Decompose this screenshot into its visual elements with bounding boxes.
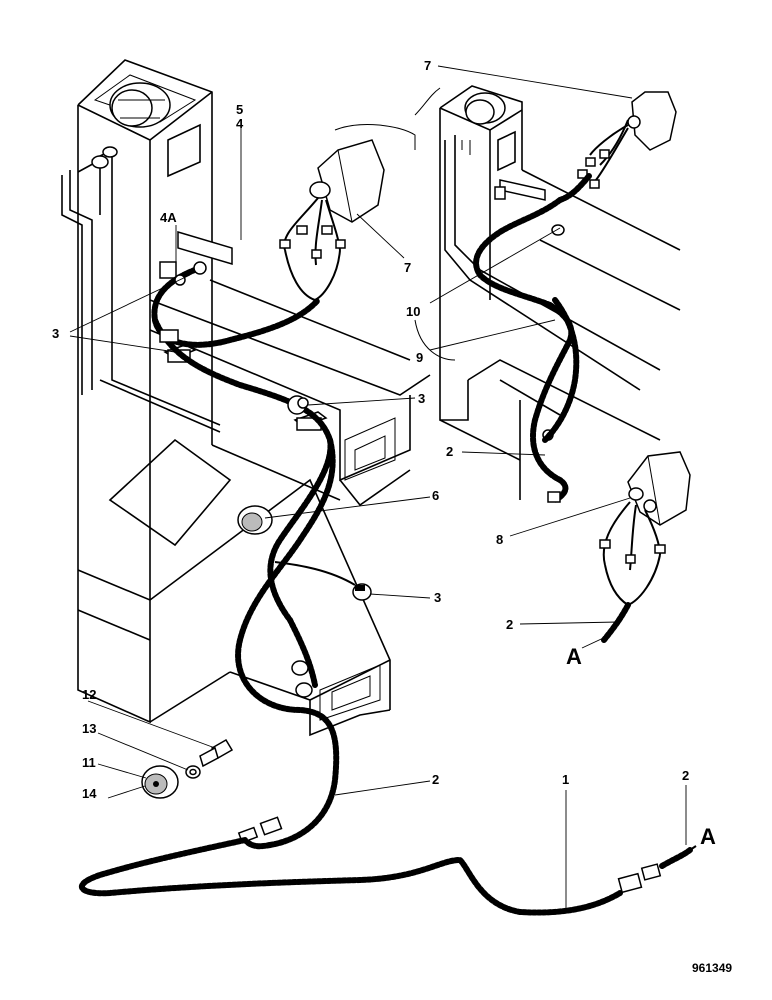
callout-3-lower: 3 — [434, 590, 441, 605]
callout-8: 8 — [496, 532, 503, 547]
callout-13: 13 — [82, 721, 96, 736]
callout-14: 14 — [82, 786, 97, 801]
main-harness-left — [78, 261, 697, 916]
callout-7-mid: 7 — [404, 260, 411, 275]
callout-3-mid: 3 — [418, 391, 425, 406]
head-lamp-upper — [279, 139, 385, 301]
callout-2-right: 2 — [446, 444, 453, 459]
callout-12: 12 — [82, 687, 96, 702]
callout-4a: 4A — [160, 210, 177, 225]
callout-2-bottom: 2 — [432, 772, 439, 787]
callout-a-end: A — [700, 824, 716, 849]
figure-reference-number: 961349 — [692, 961, 732, 975]
callout-9: 9 — [416, 350, 423, 365]
callout-a-lamp: A — [566, 644, 582, 669]
callout-10: 10 — [406, 304, 420, 319]
leader-lines — [69, 65, 687, 908]
grommet-bolt-set — [141, 738, 234, 799]
callout-4: 4 — [236, 116, 244, 131]
callout-2-end: 2 — [682, 768, 689, 783]
callout-labels: 7 5 4 4A 7 3 3 10 9 2 6 8 3 2 A 12 13 11… — [52, 58, 732, 975]
callout-11: 11 — [82, 755, 96, 770]
callout-6: 6 — [432, 488, 439, 503]
callout-3-left: 3 — [52, 326, 59, 341]
callout-2-lamp: 2 — [506, 617, 513, 632]
callout-1: 1 — [562, 772, 569, 787]
callout-7-top: 7 — [424, 58, 431, 73]
callout-5: 5 — [236, 102, 243, 117]
right-mast-assembly — [334, 85, 691, 643]
left-mast-assembly — [61, 59, 431, 737]
